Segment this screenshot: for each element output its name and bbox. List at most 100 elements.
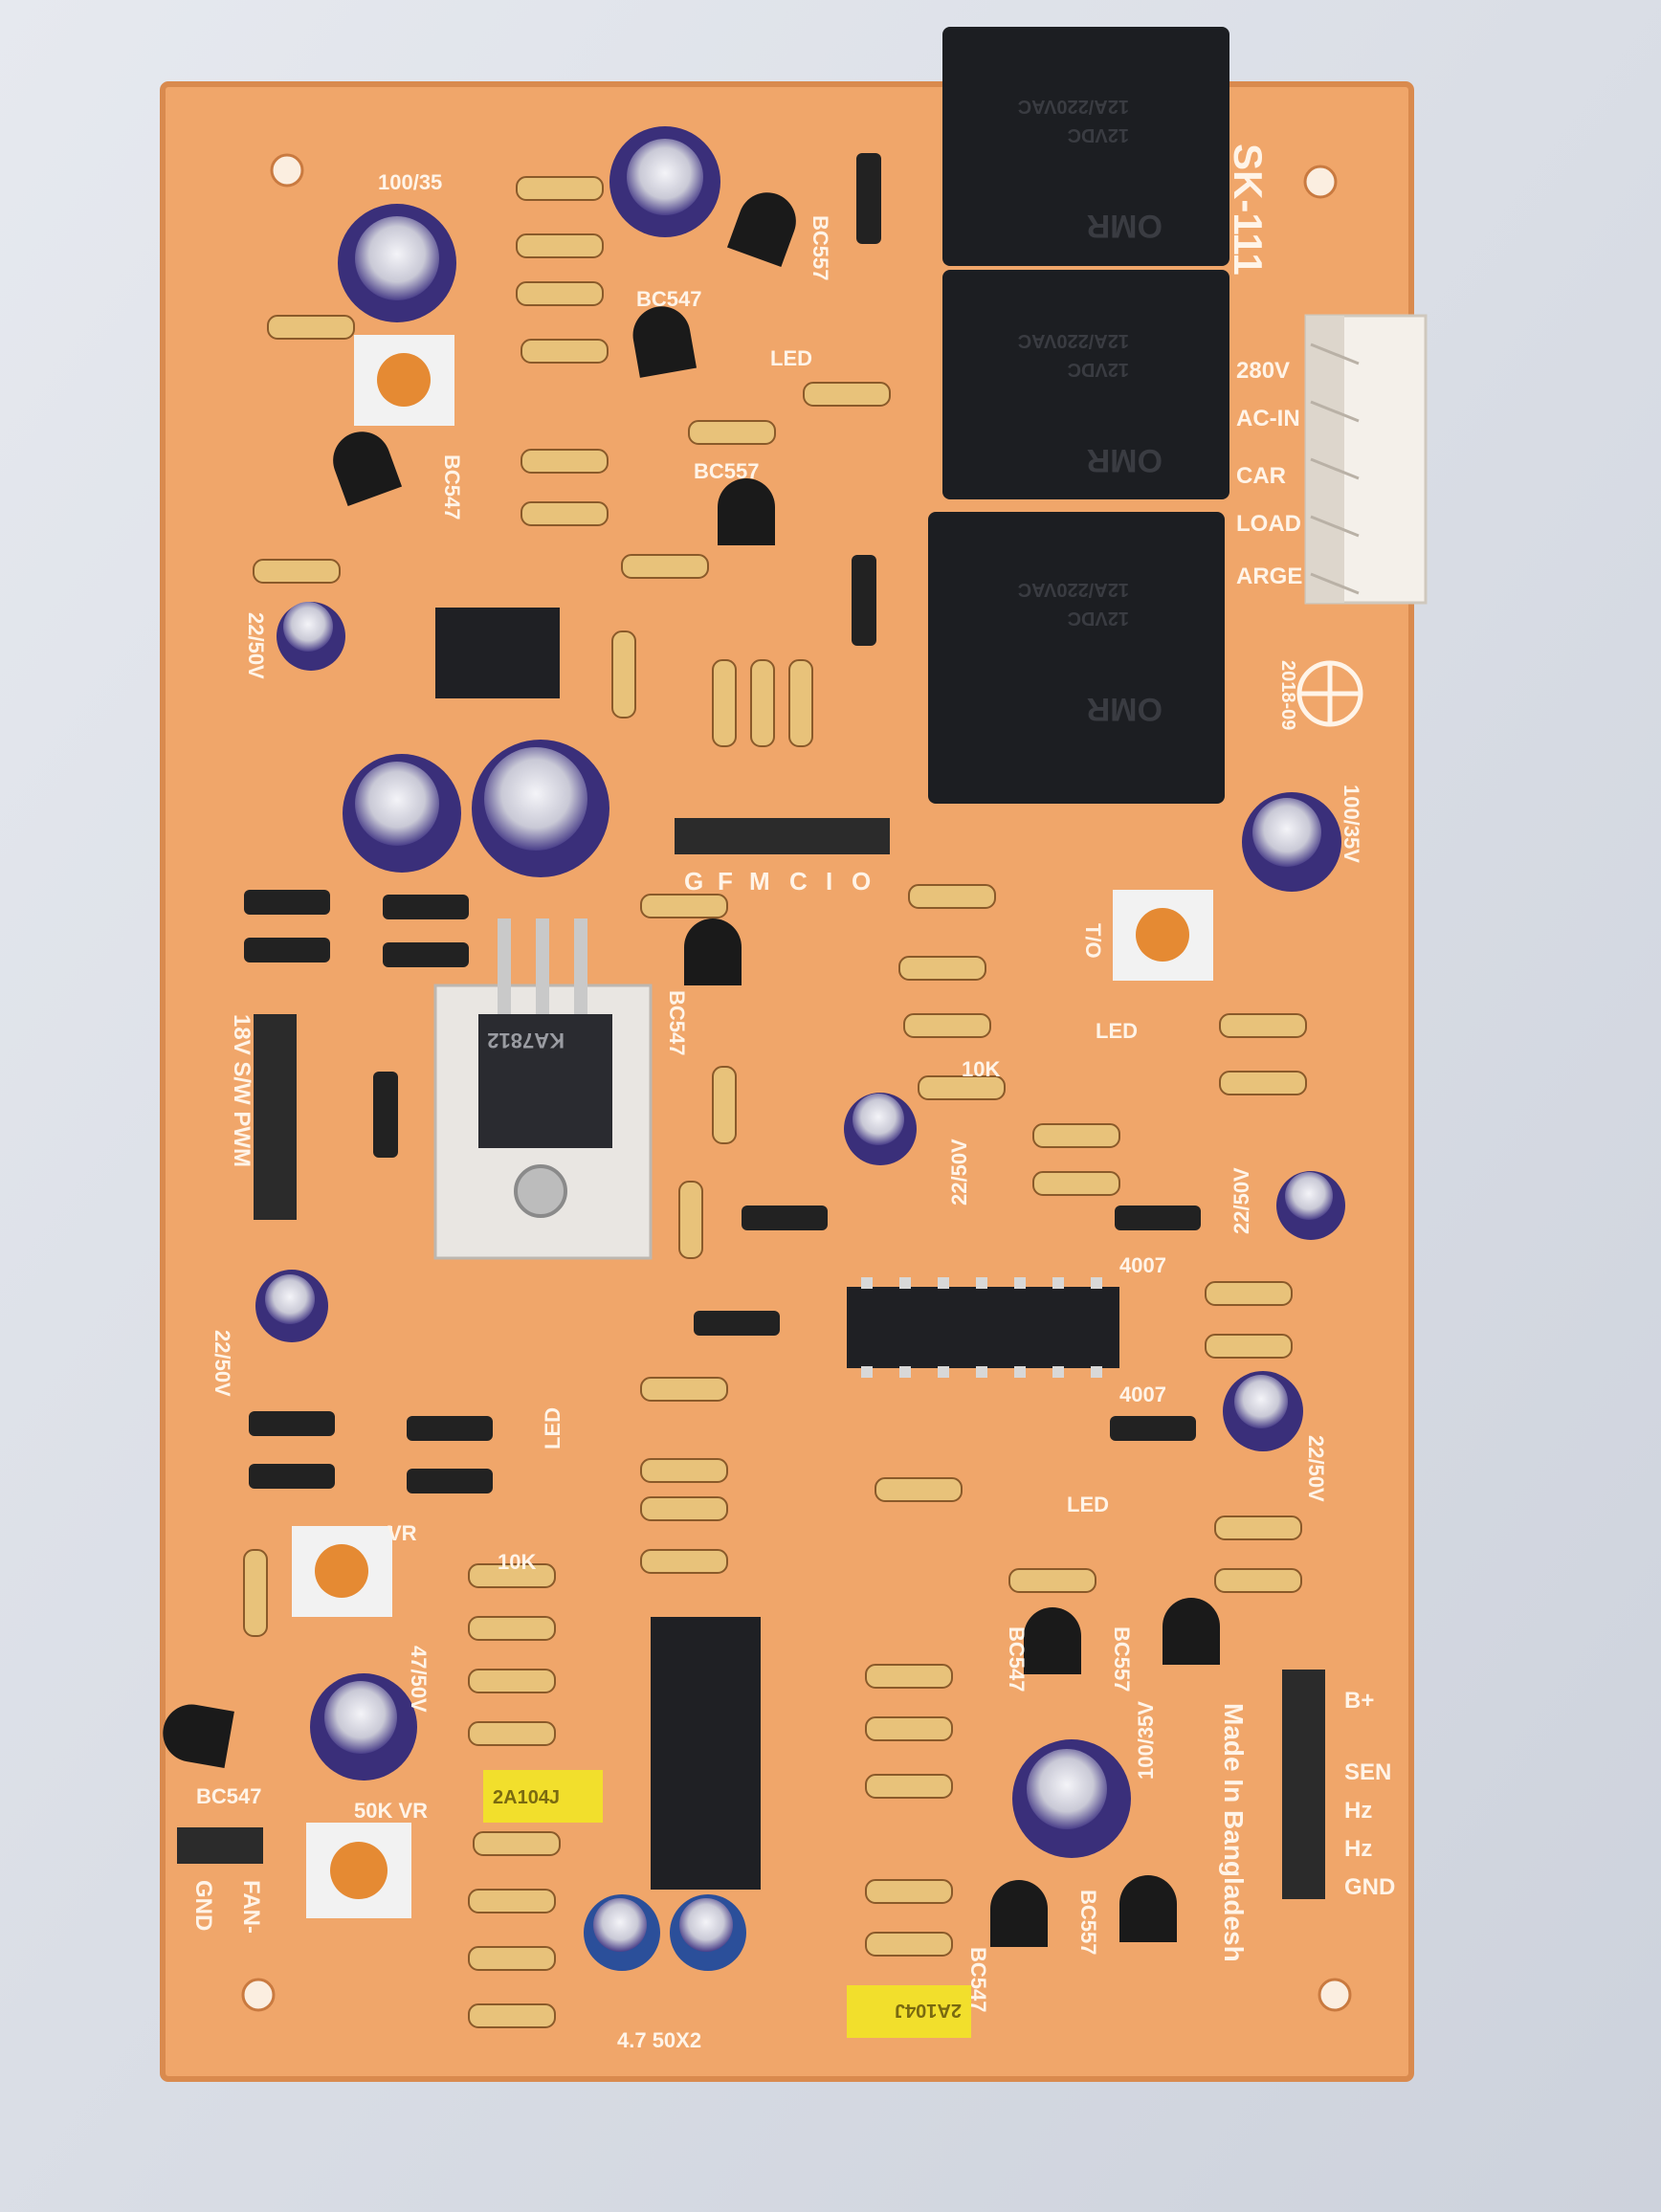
label-res-10k-a: 10K bbox=[962, 1057, 1000, 1081]
cap-4-7-b bbox=[670, 1894, 746, 1971]
voltage-regulator: KA7812 bbox=[433, 918, 653, 1260]
ic-16pin-bottom bbox=[651, 1617, 761, 1890]
film-cap-b-label: 2A104J bbox=[895, 2000, 962, 2021]
label-cap-22-50-a: 22/50V bbox=[244, 612, 268, 679]
cap-right-top bbox=[1242, 792, 1341, 892]
transistors bbox=[163, 192, 1220, 1947]
header-gfmcio: G F M C I O bbox=[675, 818, 890, 896]
gnd-label: GND bbox=[190, 1880, 216, 1931]
terminal-label-280v: 280V bbox=[1236, 358, 1290, 384]
label-to: T/O bbox=[1081, 923, 1105, 959]
film-cap-a-label: 2A104J bbox=[493, 1787, 560, 1808]
relay-3-rating1: 12VDC bbox=[1068, 608, 1129, 629]
cap-right-22-a bbox=[1276, 1171, 1345, 1240]
ic-8pin bbox=[435, 608, 560, 698]
label-cap-22-50-c: 22/50V bbox=[1229, 1167, 1253, 1234]
label-bc547-d: BC547 bbox=[196, 1784, 261, 1808]
header-br-hz2: Hz bbox=[1344, 1836, 1372, 1862]
trimmer-left-mid bbox=[292, 1526, 392, 1617]
cap-top-center bbox=[609, 126, 720, 237]
label-cap-100-35-bottom: 100/35V bbox=[1134, 1701, 1158, 1780]
relay-2-rating1: 12VDC bbox=[1068, 359, 1129, 380]
cap-mid-left-2 bbox=[472, 740, 609, 877]
label-bc547-e: BC547 bbox=[1005, 1626, 1029, 1692]
silkscreen-labels: 100/35 BC547 BC557 BC557 BC547 22/50V LE… bbox=[196, 170, 1363, 2052]
header-br-hz1: Hz bbox=[1344, 1798, 1372, 1824]
board-model: SK-111 bbox=[1226, 144, 1271, 276]
manufacturer-logo bbox=[1296, 660, 1363, 727]
terminal-label-acin: AC-IN bbox=[1236, 406, 1300, 431]
cap-4-7-a bbox=[584, 1894, 660, 1971]
cap-top-left bbox=[338, 204, 456, 322]
label-led-c: LED bbox=[541, 1407, 565, 1449]
header-label-c: C bbox=[789, 867, 808, 896]
label-cap-100-35-right: 100/35V bbox=[1340, 785, 1363, 863]
relay-3: OMR 12VDC 12A/220VAC bbox=[928, 512, 1225, 804]
relay-3-rating2: 12A/220VAC bbox=[1018, 579, 1129, 600]
label-led-b: LED bbox=[1096, 1019, 1138, 1043]
relay-1-rating2: 12A/220VAC bbox=[1018, 96, 1129, 117]
fan-connector bbox=[177, 1827, 263, 1864]
cap-center-22 bbox=[844, 1093, 917, 1165]
label-bc547-f: BC547 bbox=[966, 1947, 990, 2012]
ic-16pin-center bbox=[847, 1287, 1119, 1368]
regulator-part: KA7812 bbox=[487, 1029, 565, 1052]
trimmers bbox=[292, 335, 1213, 1918]
relay-1-rating1: 12VDC bbox=[1068, 124, 1129, 145]
relay-3-brand: OMR bbox=[1087, 691, 1163, 727]
board-origin: Made In Bangladesh bbox=[1219, 1703, 1249, 1962]
film-capacitors bbox=[483, 1770, 971, 2038]
label-cap-22-50-b: 22/50V bbox=[947, 1139, 971, 1206]
header-label-m: M bbox=[749, 867, 770, 896]
terminal-block bbox=[1304, 314, 1428, 605]
cap-47-50 bbox=[310, 1673, 417, 1781]
label-d4007-b: 4007 bbox=[1119, 1382, 1166, 1406]
label-vr-b: 50K VR bbox=[354, 1799, 428, 1823]
header-br-gnd: GND bbox=[1344, 1874, 1395, 1900]
label-bc547-a: BC547 bbox=[636, 287, 701, 311]
trimmer-right bbox=[1113, 890, 1213, 981]
label-bc557-a: BC557 bbox=[808, 215, 832, 280]
label-bc557-d: BC557 bbox=[1076, 1890, 1100, 1955]
header-bottom-right: B+ SEN Hz Hz GND bbox=[1282, 1670, 1395, 1900]
trimmer-bottom-left bbox=[306, 1823, 411, 1918]
header-label-i: I bbox=[826, 867, 832, 896]
relay-2-brand: OMR bbox=[1087, 442, 1163, 478]
header-label-f: F bbox=[718, 867, 733, 896]
ics bbox=[435, 608, 1119, 1890]
diodes bbox=[244, 153, 1201, 1493]
header-label-o: O bbox=[852, 867, 871, 896]
relay-2-rating2: 12A/220VAC bbox=[1018, 330, 1129, 351]
relay-1: OMR 12VDC 12A/220VAC bbox=[942, 27, 1229, 266]
terminal-label-arge: ARGE bbox=[1236, 564, 1302, 589]
label-cap-4-7: 4.7 50X2 bbox=[617, 2028, 701, 2052]
label-bc547-c: BC547 bbox=[665, 990, 689, 1055]
label-cap-22-50-e: 22/50V bbox=[210, 1330, 234, 1397]
label-cap-47-50: 47/50V bbox=[407, 1646, 431, 1713]
label-d4007-a: 4007 bbox=[1119, 1253, 1166, 1277]
relay-1-brand: OMR bbox=[1087, 208, 1163, 244]
label-cap-100-35-top: 100/35 bbox=[378, 170, 442, 194]
electrolytic-capacitors bbox=[255, 126, 1345, 1971]
cap-right-22-b bbox=[1223, 1371, 1303, 1451]
terminal-labels: 280V AC-IN CAR LOAD ARGE bbox=[1236, 358, 1302, 589]
label-led-d: LED bbox=[1067, 1493, 1109, 1516]
cap-mid-left-1 bbox=[343, 754, 461, 873]
label-bc547-b: BC547 bbox=[440, 454, 464, 520]
relay-2: OMR 12VDC 12A/220VAC bbox=[942, 270, 1229, 499]
header-label-g: G bbox=[684, 867, 703, 896]
header-br-sen: SEN bbox=[1344, 1759, 1391, 1785]
cap-small-left bbox=[277, 602, 345, 671]
switch-label: 18V S/W PWM bbox=[229, 1014, 255, 1167]
fan-label: FAN- bbox=[238, 1880, 264, 1934]
terminal-label-car: CAR bbox=[1236, 463, 1286, 489]
mounting-holes bbox=[241, 153, 1352, 2012]
cap-bottom-center bbox=[1012, 1739, 1131, 1858]
header-br-b: B+ bbox=[1344, 1688, 1374, 1714]
label-led-a: LED bbox=[770, 346, 812, 370]
trimmer-top-left bbox=[354, 335, 454, 426]
terminal-label-load: LOAD bbox=[1236, 511, 1301, 537]
board-date: 2018-09 bbox=[1277, 660, 1298, 730]
label-vr-a: VR bbox=[388, 1521, 417, 1545]
cap-left-22 bbox=[255, 1270, 328, 1342]
